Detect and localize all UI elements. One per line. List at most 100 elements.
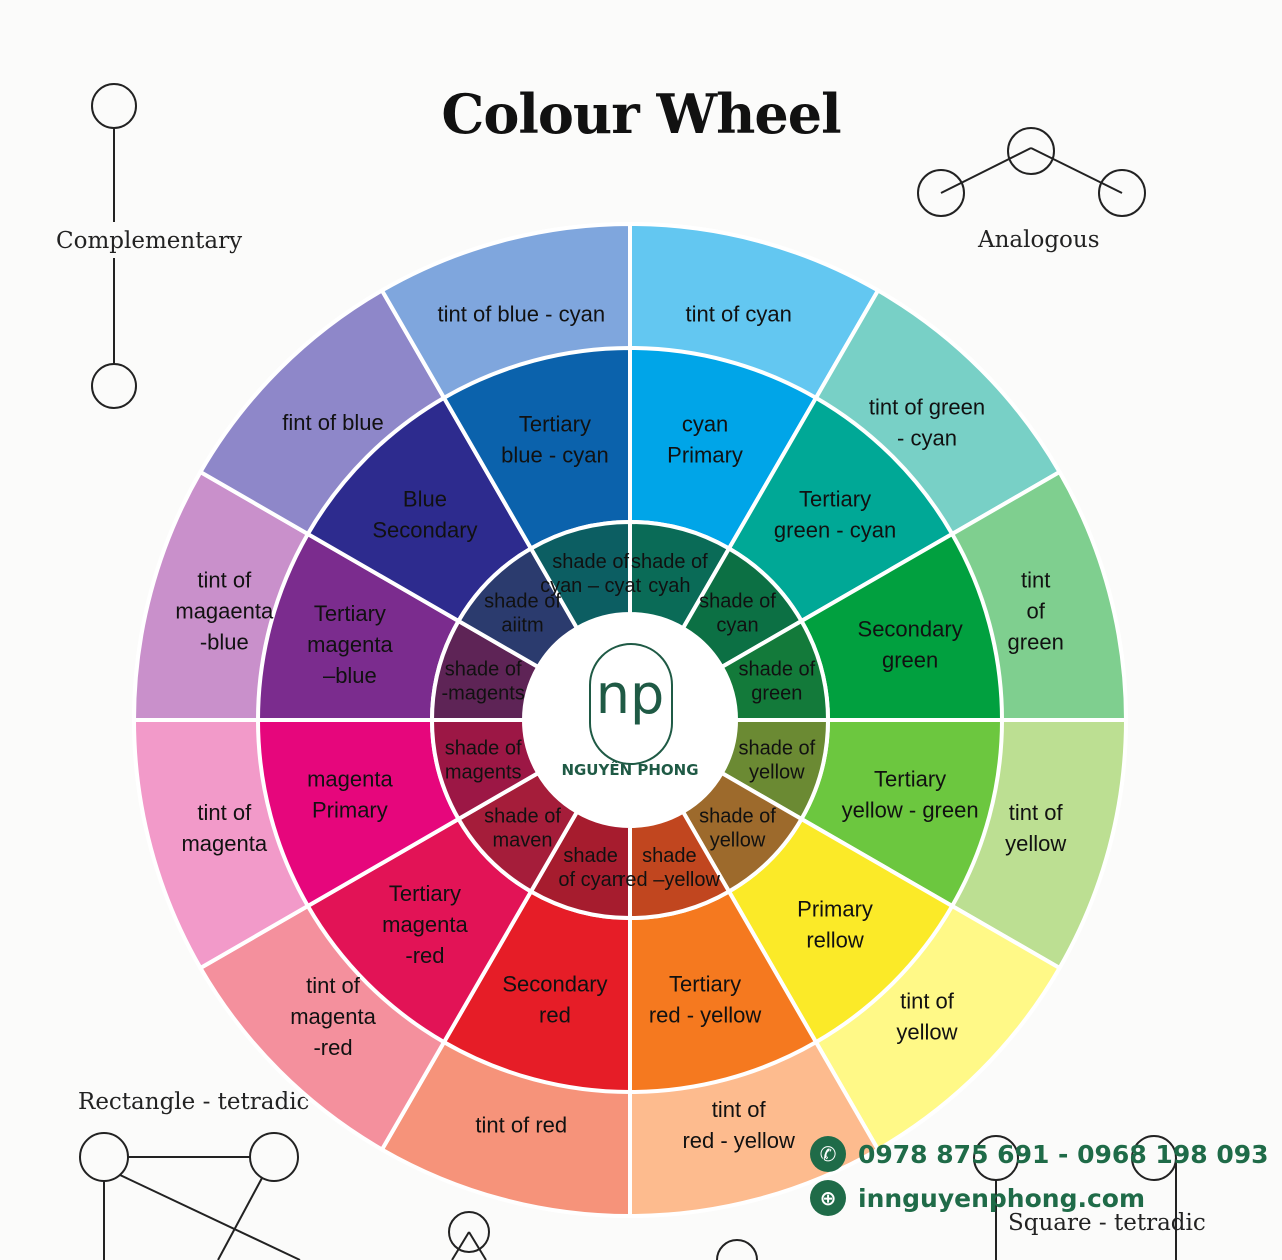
inner-label-9: shade of-magents	[441, 659, 524, 705]
middle-label-3: Tertiary yellow - green	[842, 767, 979, 823]
brand-name: NGUYÊN PHONG	[561, 760, 698, 779]
rectangle-line-diag2	[217, 1177, 263, 1260]
complementary-label: Complementary	[56, 228, 242, 254]
triad-line-left	[451, 1231, 470, 1260]
complementary-node-bottom	[91, 363, 137, 409]
outer-label-3: tint of yellow	[1005, 800, 1066, 856]
phone-icon: ✆	[810, 1136, 846, 1172]
inner-label-10-line-0: shade of	[484, 591, 561, 613]
inner-label-9-line-0: shade of	[445, 659, 522, 681]
outer-label-9-line-2: -blue	[200, 629, 249, 654]
outer-label-9-line-0: tint of	[197, 567, 252, 592]
middle-label-7-line-1: magenta	[382, 912, 468, 937]
complementary-node-top	[91, 83, 137, 129]
inner-label-10-line-1: aiitm	[501, 615, 543, 637]
inner-label-4-line-0: shade of	[699, 805, 776, 827]
inner-label-2-line-1: green	[751, 683, 802, 705]
website-link[interactable]: innguyenphong.com	[858, 1183, 1146, 1213]
rectangle-label: Rectangle - tetradic	[78, 1089, 309, 1115]
middle-label-0-line-0: cyan	[682, 411, 728, 436]
middle-label-7-line-2: -red	[405, 943, 444, 968]
outer-label-9-line-1: magaenta	[175, 598, 274, 623]
outer-label-5-line-0: tint of	[712, 1097, 767, 1122]
analogous-node-right	[1098, 169, 1146, 217]
outer-label-7-line-2: -red	[313, 1035, 352, 1060]
inner-label-8-line-0: shade of	[445, 737, 522, 759]
inner-label-4-line-1: yellow	[710, 829, 766, 851]
middle-label-1-line-1: green - cyan	[774, 517, 896, 542]
inner-label-5-line-0: shade	[642, 845, 697, 867]
inner-label-7-line-0: shade of	[484, 805, 561, 827]
middle-label-3-line-1: yellow - green	[842, 798, 979, 823]
logo-disc	[524, 614, 736, 826]
outer-label-6-line-0: tint of red	[475, 1113, 567, 1138]
inner-label-3-line-1: yellow	[749, 761, 805, 783]
middle-label-6-line-1: red	[539, 1003, 571, 1028]
triad-line-right	[468, 1231, 487, 1260]
middle-label-3-line-0: Tertiary	[874, 767, 946, 792]
middle-label-9-line-1: magenta	[307, 632, 393, 657]
inner-label-1-line-0: shade of	[699, 591, 776, 613]
outer-label-8-line-1: magenta	[181, 831, 267, 856]
inner-label-1-line-1: cyan	[716, 615, 758, 637]
logo-monogram: np	[596, 663, 665, 726]
middle-label-7-line-0: Tertiary	[389, 881, 461, 906]
middle-label-5-line-1: red - yellow	[649, 1003, 762, 1028]
outer-label-3-line-0: tint of	[1009, 800, 1064, 825]
outer-label-7-line-0: tint of	[306, 973, 361, 998]
page-title: Colour Wheel	[441, 82, 841, 146]
outer-label-2: tint of green	[1008, 567, 1064, 654]
middle-label-2-line-1: green	[882, 647, 938, 672]
middle-label-6-line-0: Secondary	[502, 972, 607, 997]
inner-label-0-line-0: shade of	[631, 551, 708, 573]
outer-label-2-line-2: green	[1008, 629, 1064, 654]
inner-label-0-line-1: cyah	[648, 575, 690, 597]
outer-label-4: tint of yellow	[896, 988, 957, 1044]
outer-label-4-line-0: tint of	[900, 988, 955, 1013]
middle-label-7: Tertiary magenta -red	[382, 881, 468, 968]
square-label: Square - tetradic	[1008, 1210, 1206, 1236]
analogous-line-right	[1030, 147, 1123, 194]
inner-label-7-line-1: maven	[493, 829, 553, 851]
outer-label-1: tint of green- cyan	[869, 395, 985, 451]
inner-label-11-line-0: shade of	[552, 551, 629, 573]
middle-label-2-line-0: Secondary	[858, 616, 963, 641]
outer-label-2-line-1: of	[1027, 598, 1046, 623]
globe-icon: ⊕	[810, 1180, 846, 1216]
outer-label-3-line-1: yellow	[1005, 831, 1066, 856]
outer-label-10: fint of blue	[282, 410, 384, 435]
middle-label-4-line-0: Primary	[797, 897, 873, 922]
brand-logo: np NGUYÊN PHONG	[524, 614, 736, 826]
outer-label-2-line-0: tint	[1021, 567, 1050, 592]
outer-label-4-line-1: yellow	[896, 1019, 957, 1044]
inner-label-9-line-1: -magents	[441, 683, 524, 705]
analogous-node-top	[1007, 127, 1055, 175]
triad-node-2	[716, 1239, 758, 1260]
rectangle-diagram	[79, 1132, 301, 1260]
complementary-diagram	[91, 83, 137, 409]
outer-label-6: tint of red	[475, 1113, 567, 1138]
outer-label-1-line-1: - cyan	[897, 426, 957, 451]
middle-label-8-line-1: Primary	[312, 798, 388, 823]
analogous-diagram	[917, 127, 1146, 217]
inner-label-6-line-0: shade	[563, 845, 618, 867]
outer-label-10-line-0: fint of blue	[282, 410, 384, 435]
website-contact[interactable]: ⊕ innguyenphong.com	[810, 1180, 1145, 1216]
